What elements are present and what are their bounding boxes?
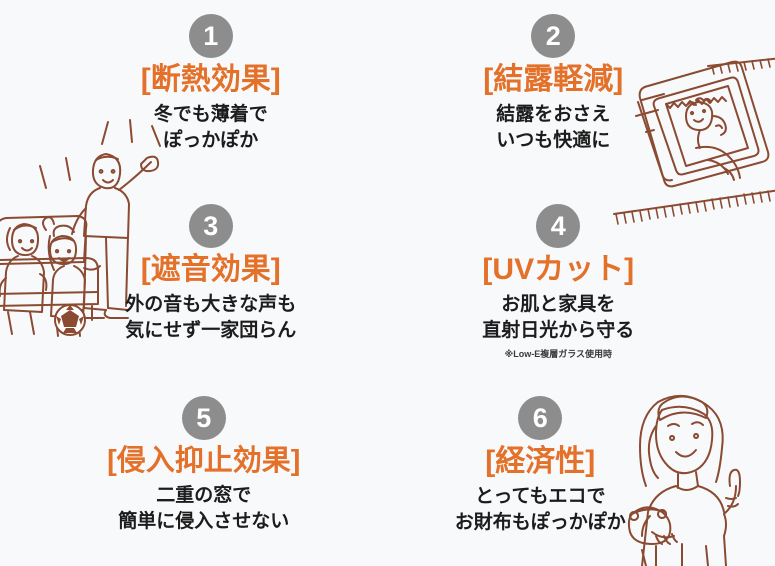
benefit-item-3: 3 [遮音効果] 外の音も大きな声も 気にせず一家団らん (0, 192, 388, 384)
benefit-description-1-line1: 冬でも薄着で (154, 102, 268, 128)
benefit-description-2-line1: 結露をおさえ (496, 102, 610, 128)
benefit-item-6: 6 [経済性] とってもエコで お財布もぽっかぽか (388, 384, 775, 563)
benefit-description-2: 結露をおさえ いつも快適に (496, 102, 610, 154)
benefit-number-badge-4: 4 (536, 204, 580, 248)
benefit-description-6: とってもエコで お財布もぽっかぽか (455, 484, 626, 536)
benefit-heading-4: [UVカット] (482, 252, 634, 288)
benefit-description-2-line2: いつも快適に (496, 128, 610, 154)
benefit-description-3-line2: 気にせず一家団らん (125, 318, 296, 344)
benefit-description-4-line1: お肌と家具を (482, 292, 634, 318)
benefit-item-2: 2 [結露軽減] 結露をおさえ いつも快適に (388, 0, 775, 192)
benefit-item-5: 5 [侵入抑止効果] 二重の窓で 簡単に侵入させない (0, 384, 388, 563)
benefit-heading-1: [断熱効果] (141, 62, 281, 98)
benefit-number-badge-1: 1 (189, 14, 233, 58)
benefit-description-5-line2: 簡単に侵入させない (118, 509, 289, 535)
benefit-number-badge-6: 6 (518, 396, 562, 440)
benefit-description-1: 冬でも薄着で ぽっかぽか (154, 102, 268, 154)
benefit-description-5: 二重の窓で 簡単に侵入させない (118, 483, 289, 535)
benefit-description-4-line2: 直射日光から守る (482, 318, 634, 344)
benefit-footnote-4: ※Low-E複層ガラス使用時 (504, 347, 612, 360)
benefit-description-6-line2: お財布もぽっかぽか (455, 510, 626, 536)
benefit-heading-5: [侵入抑止効果] (107, 444, 300, 479)
benefit-heading-2: [結露軽減] (483, 62, 623, 98)
benefit-description-6-line1: とってもエコで (455, 484, 626, 510)
benefit-description-3: 外の音も大きな声も 気にせず一家団らん (125, 292, 296, 344)
benefit-number-badge-2: 2 (531, 14, 575, 58)
benefit-item-4: 4 [UVカット] お肌と家具を 直射日光から守る ※Low-E複層ガラス使用時 (388, 192, 775, 384)
benefit-item-1: 1 [断熱効果] 冬でも薄着で ぽっかぽか (0, 0, 388, 192)
benefit-heading-3: [遮音効果] (141, 252, 281, 288)
benefit-description-3-line1: 外の音も大きな声も (125, 292, 296, 318)
benefit-heading-6: [経済性] (485, 444, 595, 480)
benefit-number-badge-5: 5 (182, 396, 226, 440)
benefit-description-1-line2: ぽっかぽか (154, 128, 268, 154)
benefit-description-4: お肌と家具を 直射日光から守る (482, 292, 634, 344)
benefit-number-badge-3: 3 (189, 204, 233, 248)
benefit-description-5-line1: 二重の窓で (118, 483, 289, 509)
